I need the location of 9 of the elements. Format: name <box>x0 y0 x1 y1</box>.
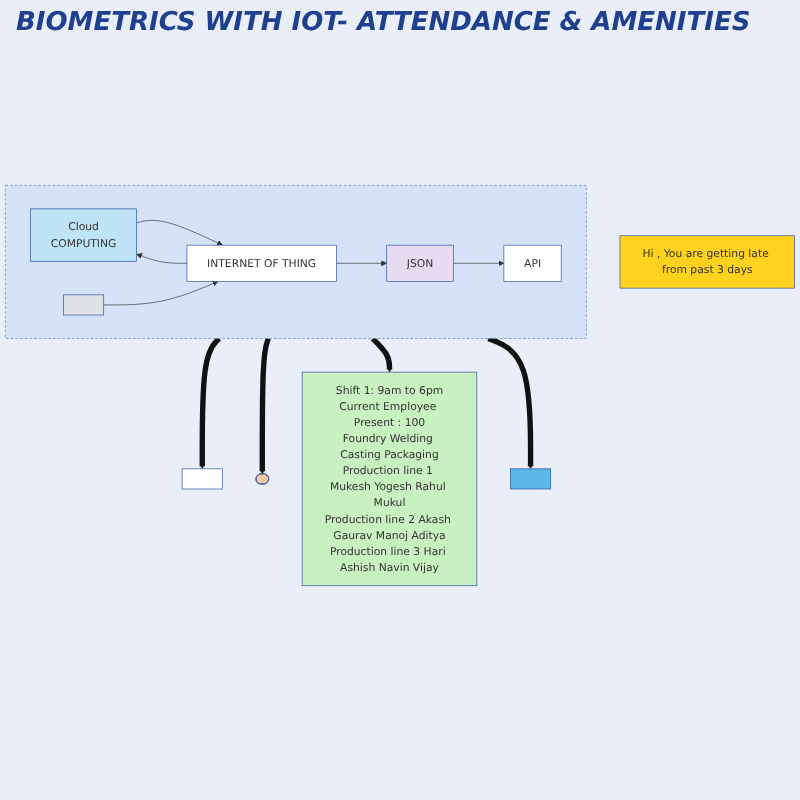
cluster <box>5 185 587 340</box>
arrow <box>259 338 271 475</box>
node-box <box>181 468 223 490</box>
arrow <box>487 336 534 470</box>
node-box <box>63 294 105 316</box>
node-box <box>510 468 552 490</box>
arrow <box>199 337 221 470</box>
arrow <box>370 337 393 373</box>
title: BIOMETRICS WITH IOT- ATTENDANCE & AMENITIES <box>16 8 753 38</box>
